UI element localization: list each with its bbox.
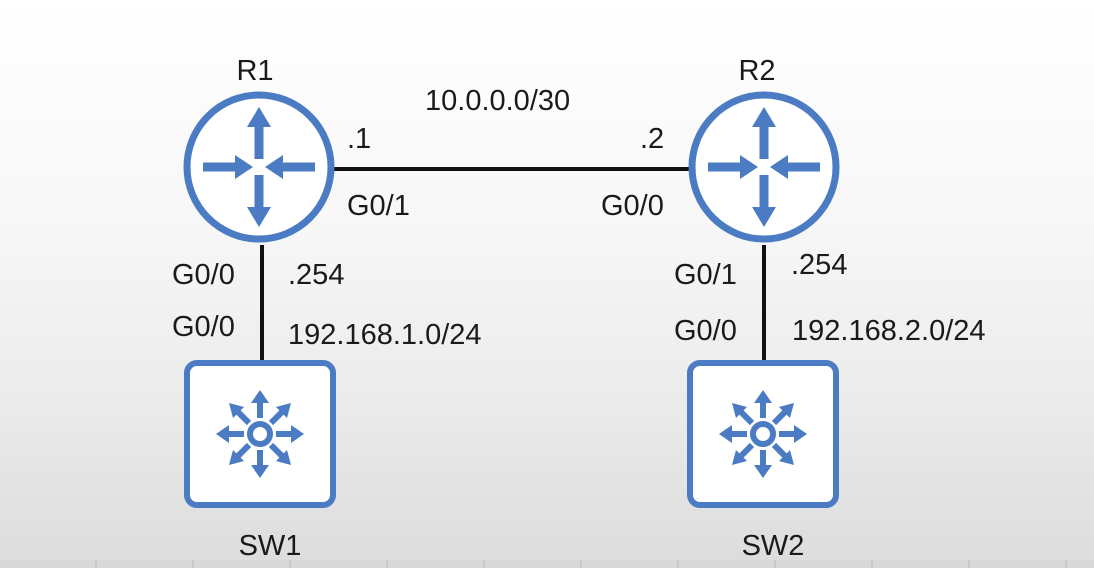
r2-label: R2	[738, 55, 775, 87]
lan2-subnet: 192.168.2.0/24	[792, 315, 986, 347]
sw1-label: SW1	[239, 530, 302, 562]
r1-g01-interface: G0/1	[347, 190, 410, 222]
link-r1-r2-subnet: 10.0.0.0/30	[425, 85, 570, 117]
r2-g00-ip: .2	[640, 123, 664, 155]
router-r1-icon[interactable]	[183, 91, 335, 243]
r1-g01-ip: .1	[347, 123, 371, 155]
sw2-label: SW2	[742, 530, 805, 562]
router-r2-icon[interactable]	[688, 91, 840, 243]
r1-g00-interface: G0/0	[172, 259, 235, 291]
r1-label: R1	[236, 55, 273, 87]
r2-g01-ip: .254	[791, 249, 847, 281]
bottom-edge-strip	[0, 560, 1094, 568]
r1-g00-ip: .254	[288, 259, 344, 291]
lan1-subnet: 192.168.1.0/24	[288, 319, 482, 351]
r2-g01-interface: G0/1	[674, 259, 737, 291]
sw2-g00-interface: G0/0	[674, 315, 737, 347]
switch-sw1-icon[interactable]	[184, 360, 336, 508]
sw1-g00-interface: G0/0	[172, 311, 235, 343]
switch-sw2-icon[interactable]	[687, 360, 839, 508]
r2-g00-interface: G0/0	[601, 190, 664, 222]
